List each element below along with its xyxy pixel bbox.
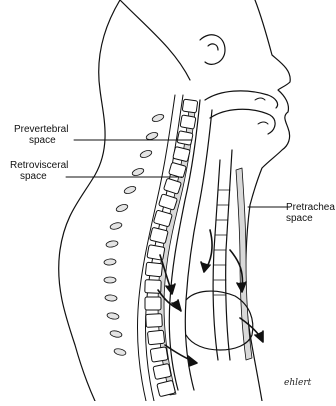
back-outline	[59, 0, 120, 401]
prevertebral-label-line1: Prevertebral	[14, 124, 68, 135]
pretracheal-label-line1: Pretrachea	[286, 202, 335, 213]
prevertebral-label-line2: space	[14, 135, 68, 146]
pretracheal-space-label: Pretrachea space	[286, 202, 335, 224]
retrovisceral-space-label: Retrovisceral space	[10, 160, 68, 182]
tongue	[210, 109, 275, 134]
prevertebral-space-label: Prevertebral space	[14, 124, 68, 146]
artist-signature: ehlert	[284, 378, 311, 388]
trachea-front	[226, 150, 232, 360]
palate	[205, 91, 278, 108]
pretracheal-label-line2: space	[286, 213, 335, 224]
ear	[200, 35, 225, 65]
retrovisceral-label-line2: space	[10, 171, 68, 182]
head-back-outline	[120, 0, 190, 80]
face-profile	[246, 0, 291, 401]
retrovisceral-label-line1: Retrovisceral	[10, 160, 68, 171]
